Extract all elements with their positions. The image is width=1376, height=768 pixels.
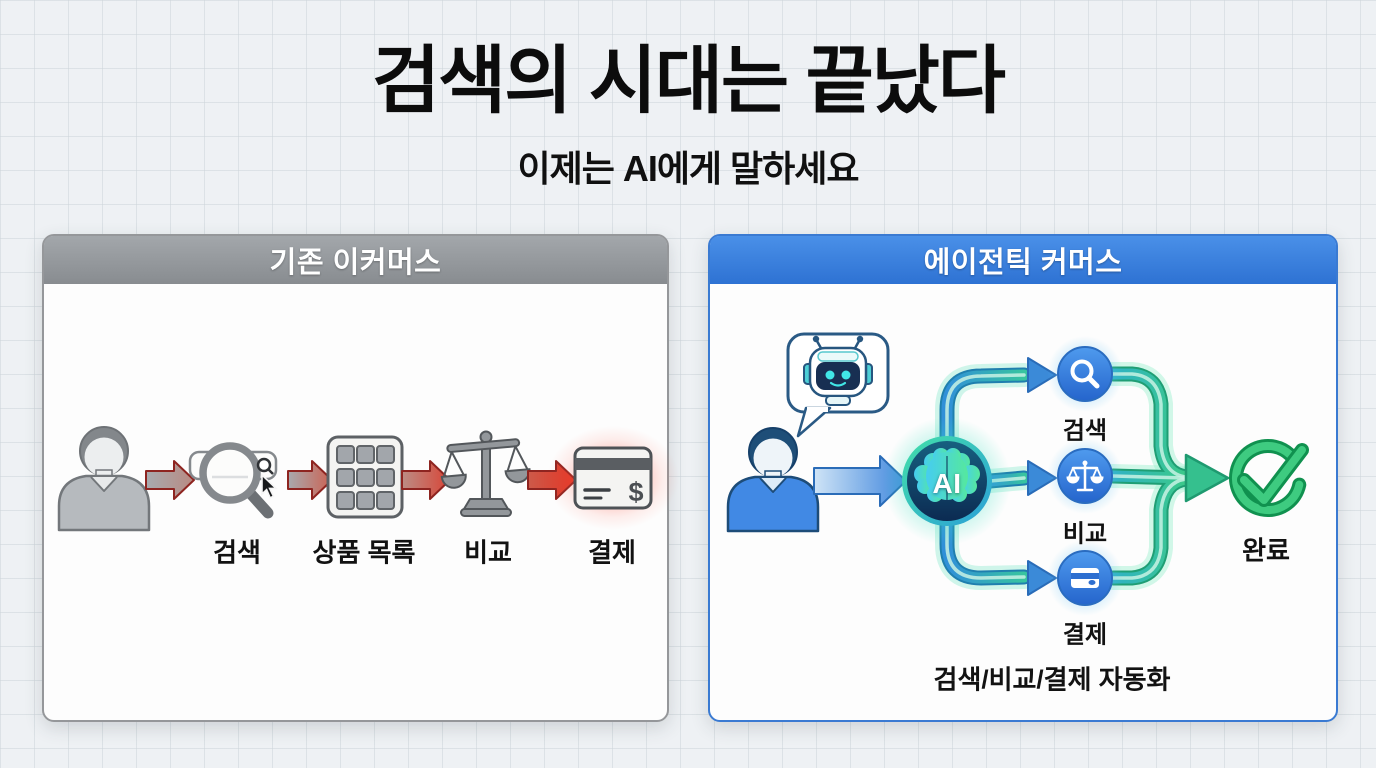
automation-caption: 검색/비교/결제 자동화: [933, 664, 1171, 695]
ai-label: AI: [932, 468, 962, 499]
result-label: 완료: [1242, 535, 1290, 566]
node-label-search: 검색: [1062, 417, 1108, 445]
node-label-compare: 비교: [1062, 520, 1108, 548]
panel-traditional-commerce: 기존 이커머스: [42, 234, 669, 722]
panel-agentic-commerce: 에이전틱 커머스: [708, 234, 1338, 722]
page-subtitle: 이제는 AI에게 말하세요: [517, 148, 859, 189]
step-label-payment: 결제: [588, 537, 636, 568]
panel-traditional-header: 기존 이커머스: [44, 236, 667, 284]
step-label-search: 검색: [213, 537, 261, 568]
node-label-payment: 결제: [1062, 621, 1108, 649]
step-label-compare: 비교: [464, 537, 512, 568]
panel-agentic-header: 에이전틱 커머스: [710, 236, 1336, 284]
page-title: 검색의 시대는 끝났다: [372, 39, 1006, 122]
step-label-product-list: 상품 목록: [312, 537, 416, 568]
